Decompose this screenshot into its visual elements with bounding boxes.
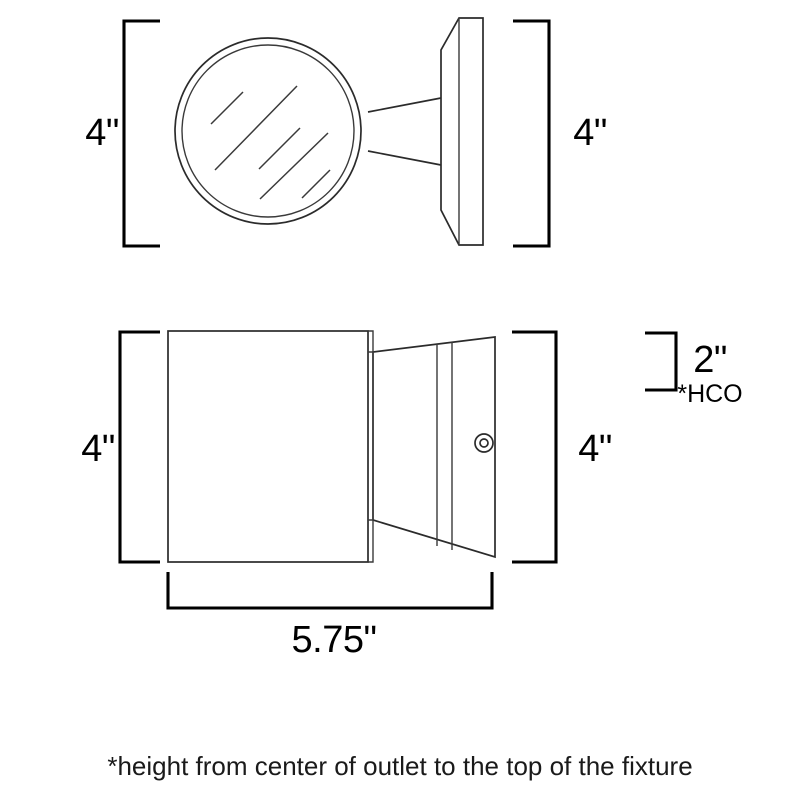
- dimension-bottom-left: 4": [81, 330, 160, 564]
- dimension-bracket-bottom-right: [512, 330, 558, 564]
- footnote-text: *height from center of outlet to the top…: [107, 751, 692, 781]
- dimension-bottom-right: 4": [512, 330, 612, 564]
- dimension-label-outlet-note: *HCO: [677, 380, 742, 408]
- dimension-label-width: 5.75": [292, 619, 377, 661]
- dimension-label-top-left: 4": [85, 112, 119, 154]
- dimension-bracket-top-left: [122, 19, 160, 248]
- fixture-arm-top-edge: [367, 97, 442, 113]
- dimension-bracket-width: [166, 572, 494, 610]
- backplate-step-bottom: [368, 519, 374, 563]
- dimension-bracket-outlet-height: [645, 331, 678, 392]
- fixture-arm-bottom-edge: [367, 150, 442, 166]
- dimension-width: 5.75": [166, 572, 494, 661]
- front-elevation-view: 4" 4": [85, 17, 607, 248]
- dimension-label-bottom-right: 4": [578, 428, 612, 470]
- backplate-step-top: [368, 330, 374, 353]
- glass-hatch-line-5: [301, 169, 331, 199]
- dimension-top-left: 4": [85, 19, 160, 248]
- dimension-top-right: 4": [513, 19, 607, 248]
- glass-hatch-line-3: [258, 127, 301, 170]
- lens-inner-circle: [181, 44, 355, 218]
- dimension-bracket-top-right: [513, 19, 551, 248]
- lens-outer-circle: [174, 37, 362, 225]
- cylinder-body-outline: [167, 330, 369, 563]
- glass-hatch-line-2: [214, 85, 298, 171]
- dimension-bracket-bottom-left: [118, 330, 160, 564]
- glass-hatch-line-4: [259, 132, 329, 200]
- glass-hatch-group: [210, 85, 331, 200]
- dimension-label-outlet-height: 2": [693, 339, 727, 381]
- dimension-label-bottom-left: 4": [81, 428, 115, 470]
- mounting-screw-icon: [474, 433, 494, 453]
- dimension-label-top-right: 4": [573, 112, 607, 154]
- backplate-front-outline: [440, 17, 484, 246]
- side-profile-view: 4" 4" 2" *HCO 5.75": [81, 330, 743, 661]
- dimension-outlet-height: 2" *HCO: [645, 331, 743, 408]
- glass-hatch-line-1: [210, 91, 244, 125]
